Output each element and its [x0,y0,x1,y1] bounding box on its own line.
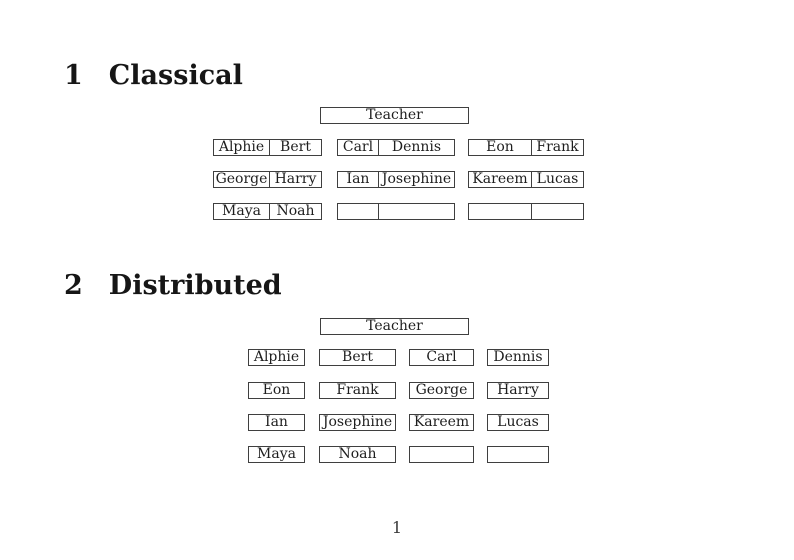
seat: Ian [346,171,370,187]
teacher-box: Teacher [320,318,469,335]
desk: Frank [319,382,396,399]
desk: Harry [487,382,549,399]
seat: Eon [486,139,514,155]
seat: Dennis [378,140,454,155]
seat: George [215,171,268,187]
desk: Noah [319,446,396,463]
desk: Kareem Lucas [468,171,584,188]
teacher-box: Teacher [320,107,469,124]
desk: Maya Noah [213,203,322,220]
desk [337,203,455,220]
desk: Kareem [409,414,474,431]
desk: Josephine [319,414,396,431]
desk [409,446,474,463]
seat [531,204,583,219]
seat [338,204,378,219]
desk: Carl Dennis [337,139,455,156]
seat: Lucas [531,172,583,187]
desk: George Harry [213,171,322,188]
seat: Frank [531,140,583,155]
desk: Eon [248,382,305,399]
seat: Alphie [218,139,265,155]
seat: Carl [342,139,374,155]
desk: Dennis [487,349,549,366]
seat: Josephine [378,172,454,187]
desk: Ian Josephine [337,171,455,188]
desk [487,446,549,463]
seat: Kareem [472,171,528,187]
seat: Noah [269,204,321,219]
desk: Alphie Bert [213,139,322,156]
section-heading-classical: 1 Classical [64,62,243,89]
seat: Harry [269,172,321,187]
seat: Maya [222,203,261,219]
desk: Eon Frank [468,139,584,156]
section-title: Distributed [108,270,282,301]
seat [469,204,531,219]
desk: George [409,382,474,399]
seat: Bert [269,140,321,155]
section-title: Classical [108,60,243,91]
desk: Ian [248,414,305,431]
desk: Alphie [248,349,305,366]
desk: Lucas [487,414,549,431]
desk: Bert [319,349,396,366]
section-number: 1 [64,60,83,91]
section-number: 2 [64,270,83,301]
section-heading-distributed: 2 Distributed [64,272,282,299]
desk: Maya [248,446,305,463]
desk: Carl [409,349,474,366]
desk [468,203,584,220]
page-number: 1 [391,518,403,537]
seat [378,204,454,219]
